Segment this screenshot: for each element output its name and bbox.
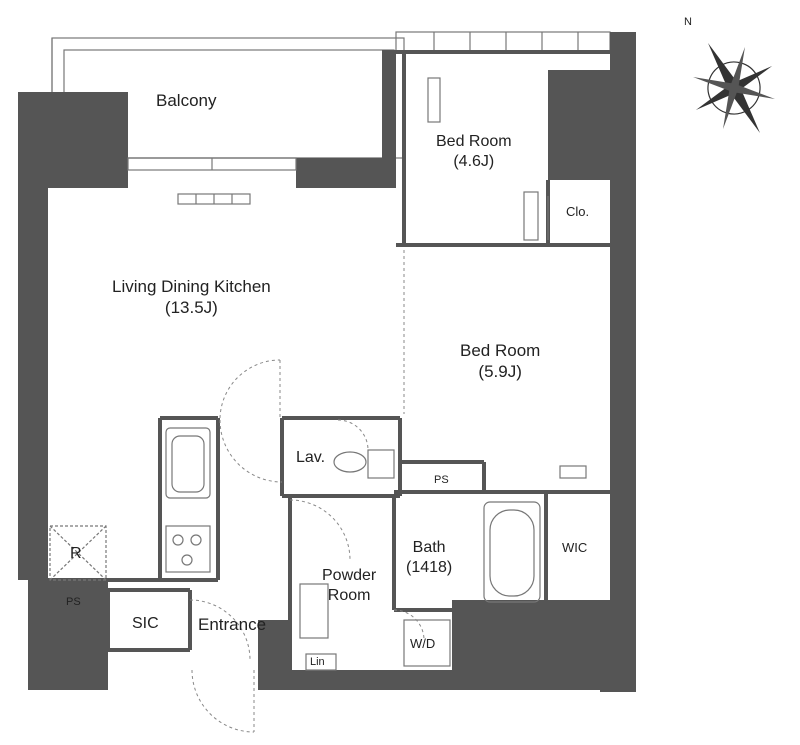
wet-area-fixtures xyxy=(299,449,541,671)
powder-room-line1: Powder xyxy=(322,567,377,584)
compass-north-label: N xyxy=(684,16,692,28)
kitchen-fixtures xyxy=(165,427,211,573)
sic-label: SIC xyxy=(132,615,159,632)
powder-room-line2: Room xyxy=(327,587,371,604)
ldk-size: (13.5J) xyxy=(164,298,218,318)
ldk-label: Living Dining Kitchen (13.5J) xyxy=(112,276,271,319)
windows xyxy=(127,157,297,205)
wic-label: WIC xyxy=(562,540,588,555)
bedroom-large-label: Bed Room (5.9J) xyxy=(460,340,540,383)
closet-label: Clo. xyxy=(566,204,590,219)
closet-furniture xyxy=(427,77,587,479)
refrigerator-box xyxy=(49,525,107,581)
bath-label: Bath (1418) xyxy=(406,538,452,578)
linen-label: Lin xyxy=(310,656,325,668)
door-swings xyxy=(189,250,425,733)
refrigerator-label: R xyxy=(70,545,82,562)
ps-center-label: PS xyxy=(434,474,449,486)
entrance-label: Entrance xyxy=(198,615,267,634)
bedroom-small-size: (4.6J) xyxy=(453,153,495,170)
bath-size: (1418) xyxy=(406,559,453,576)
structural-walls xyxy=(18,32,636,692)
ps-left-label: PS xyxy=(66,596,81,608)
bedroom-large-name: Bed Room xyxy=(460,341,541,360)
ldk-name: Living Dining Kitchen xyxy=(112,277,271,296)
bedroom-small-label: Bed Room (4.6J) xyxy=(436,132,512,172)
balcony-label: Balcony xyxy=(156,91,217,110)
compass-icon xyxy=(693,42,775,134)
interior-walls xyxy=(38,50,610,670)
washer-dryer-label: W/D xyxy=(410,636,436,651)
bath-name: Bath xyxy=(412,539,446,556)
lavatory-label: Lav. xyxy=(296,449,326,466)
bedroom-small-name: Bed Room xyxy=(436,133,512,150)
bedroom-large-size: (5.9J) xyxy=(478,362,522,382)
powder-room-label: Powder Room xyxy=(322,566,376,606)
